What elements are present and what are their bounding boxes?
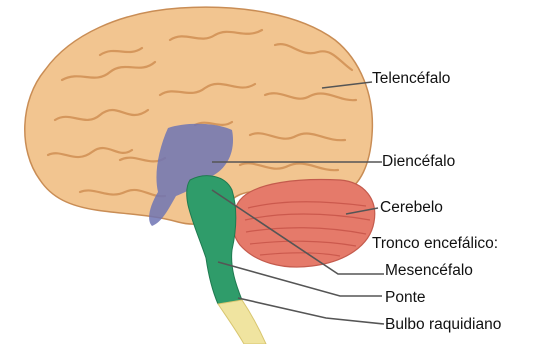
- label-telencephalon: Telencéfalo: [372, 70, 450, 88]
- label-cerebellum: Cerebelo: [380, 199, 443, 217]
- label-midbrain: Mesencéfalo: [385, 262, 473, 280]
- label-brainstem-heading: Tronco encefálico:: [372, 235, 498, 253]
- label-medulla: Bulbo raquidiano: [385, 316, 501, 334]
- cerebellum: [233, 180, 375, 267]
- brainstem: [187, 176, 242, 304]
- spinal-cord: [218, 300, 266, 344]
- label-pons: Ponte: [385, 289, 426, 307]
- label-diencephalon: Diencéfalo: [382, 153, 455, 171]
- leader-medulla: [238, 298, 384, 324]
